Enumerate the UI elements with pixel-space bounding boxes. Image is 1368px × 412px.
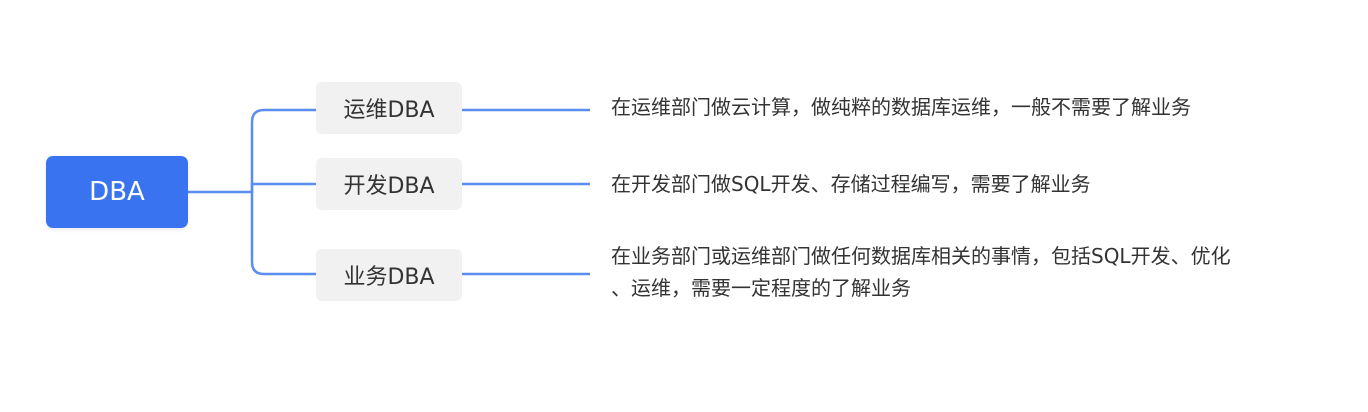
branch-node-label: 业务DBA — [343, 265, 435, 290]
root-to-branch-connector-1 — [250, 182, 316, 192]
branch-node-label: 运维DBA — [343, 98, 435, 123]
root-to-branch-connector-0 — [188, 108, 316, 194]
leaf-description-business-dba: 在业务部门或运维部门做任何数据库相关的事情，包括SQL开发、优化 、运维，需要一… — [611, 244, 1231, 300]
branch-node-label: 开发DBA — [343, 174, 435, 199]
branch-node-ops-dba[interactable]: 运维DBA — [316, 82, 462, 134]
leaf-description-dev-dba: 在开发部门做SQL开发、存储过程编写，需要了解业务 — [611, 172, 1091, 196]
root-node-dba[interactable]: DBA — [46, 156, 188, 228]
leaf-description-ops-dba: 在运维部门做云计算，做纯粹的数据库运维，一般不需要了解业务 — [611, 95, 1191, 119]
root-node-label: DBA — [89, 177, 145, 207]
root-to-branch-connector-2 — [250, 192, 316, 276]
branch-node-business-dba[interactable]: 业务DBA — [316, 249, 462, 301]
branch-node-dev-dba[interactable]: 开发DBA — [316, 158, 462, 210]
